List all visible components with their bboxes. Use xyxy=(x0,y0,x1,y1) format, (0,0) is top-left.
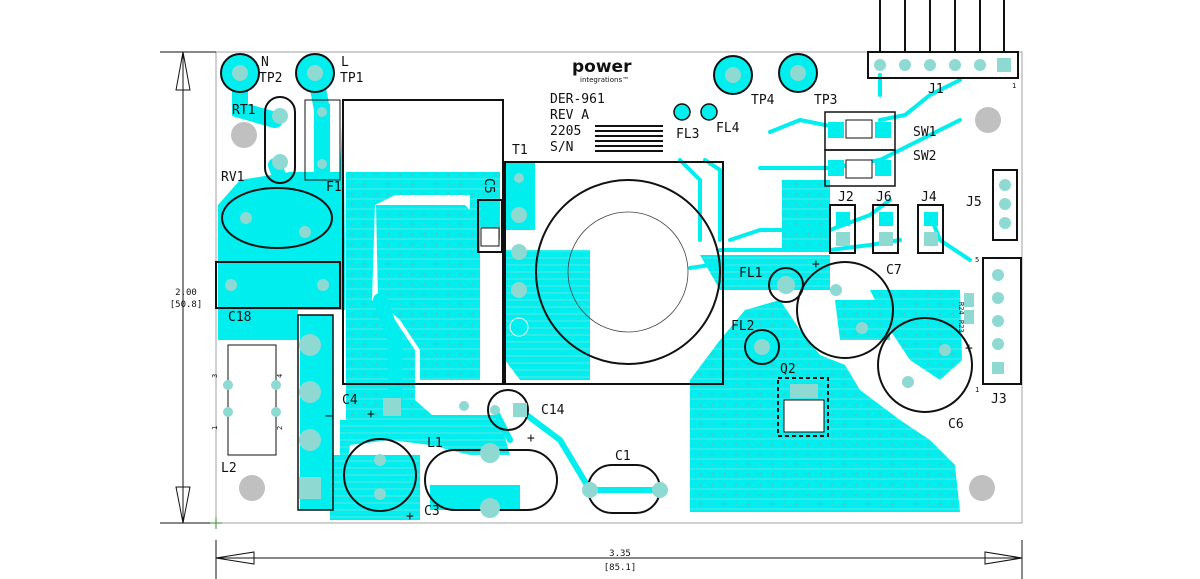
svg-text:1: 1 xyxy=(975,386,979,394)
label-c5: C5 xyxy=(481,178,496,194)
height-metric: [50.8] xyxy=(170,300,203,310)
label-t1: T1 xyxy=(512,143,528,158)
svg-text:2: 2 xyxy=(276,426,284,430)
pads xyxy=(220,53,1011,518)
board-serial-label: S/N xyxy=(550,140,573,155)
label-j2: J2 xyxy=(838,190,854,205)
label-j6: J6 xyxy=(876,190,892,205)
pin-numbers: 1 2 3 4 1 1 5 xyxy=(211,82,1016,430)
svg-text:1: 1 xyxy=(211,426,219,430)
board-id: DER-961 xyxy=(550,92,605,107)
svg-text:+: + xyxy=(406,509,414,524)
label-j5: J5 xyxy=(966,195,982,210)
board-revision: REV A xyxy=(550,108,589,123)
serial-barcode xyxy=(595,125,663,152)
label-j3: J3 xyxy=(991,392,1007,407)
label-c7: C7 xyxy=(886,263,902,278)
label-q2: Q2 xyxy=(780,362,796,377)
brand-logo: power xyxy=(572,57,632,77)
label-r23: R23 xyxy=(957,320,965,333)
silkscreen-outlines xyxy=(215,51,1022,514)
height-value: 2.00 xyxy=(175,288,197,298)
label-sw2: SW2 xyxy=(913,149,936,164)
label-fl4: FL4 xyxy=(716,121,740,136)
svg-text:5: 5 xyxy=(975,256,979,264)
label-rv1: RV1 xyxy=(221,170,244,185)
label-fl3: FL3 xyxy=(676,127,699,142)
label-c6: C6 xyxy=(948,417,964,432)
svg-text:−: − xyxy=(325,409,333,424)
label-l2: L2 xyxy=(221,461,237,476)
label-rt1: RT1 xyxy=(232,103,255,118)
label-tp4: TP4 xyxy=(751,93,775,108)
label-j4: J4 xyxy=(921,190,937,205)
polarity-marks: + + + + + − xyxy=(325,257,973,524)
svg-text:+: + xyxy=(965,341,973,356)
label-j1: J1 xyxy=(928,82,944,97)
label-sw1: SW1 xyxy=(913,125,936,140)
brand-logo-sub: integrations™ xyxy=(580,76,629,84)
origin-mark xyxy=(210,517,222,529)
svg-text:1: 1 xyxy=(1012,82,1016,90)
width-value: 3.35 xyxy=(609,549,631,559)
dimension-width xyxy=(215,540,1023,579)
board-datecode: 2205 xyxy=(550,124,581,139)
label-tp1: TP1 xyxy=(340,71,363,86)
width-metric: [85.1] xyxy=(604,563,637,573)
label-tp3: TP3 xyxy=(814,93,837,108)
svg-text:+: + xyxy=(527,431,535,446)
svg-text:4: 4 xyxy=(276,374,284,378)
reference-designators: N TP2 L TP1 RT1 RV1 F1 C18 L2 T1 C5 C4 L… xyxy=(221,55,1007,519)
label-c4: C4 xyxy=(342,393,358,408)
label-c14: C14 xyxy=(541,403,565,418)
mounting-holes xyxy=(231,107,1001,501)
label-c18: C18 xyxy=(228,310,251,325)
j1-header-leads xyxy=(879,0,1005,52)
label-n: N xyxy=(261,55,269,70)
label-l1: L1 xyxy=(427,436,443,451)
svg-text:3: 3 xyxy=(211,374,219,378)
label-r24: R24 xyxy=(957,302,965,315)
label-l: L xyxy=(341,55,349,70)
svg-text:+: + xyxy=(812,257,820,272)
dimension-height xyxy=(160,51,216,524)
label-c3: C3 xyxy=(424,504,440,519)
svg-text:+: + xyxy=(367,407,375,422)
label-fl1: FL1 xyxy=(739,266,762,281)
label-fl2: FL2 xyxy=(731,319,754,334)
label-tp2: TP2 xyxy=(259,71,282,86)
label-c1: C1 xyxy=(615,449,631,464)
label-f1: F1 xyxy=(326,180,342,195)
